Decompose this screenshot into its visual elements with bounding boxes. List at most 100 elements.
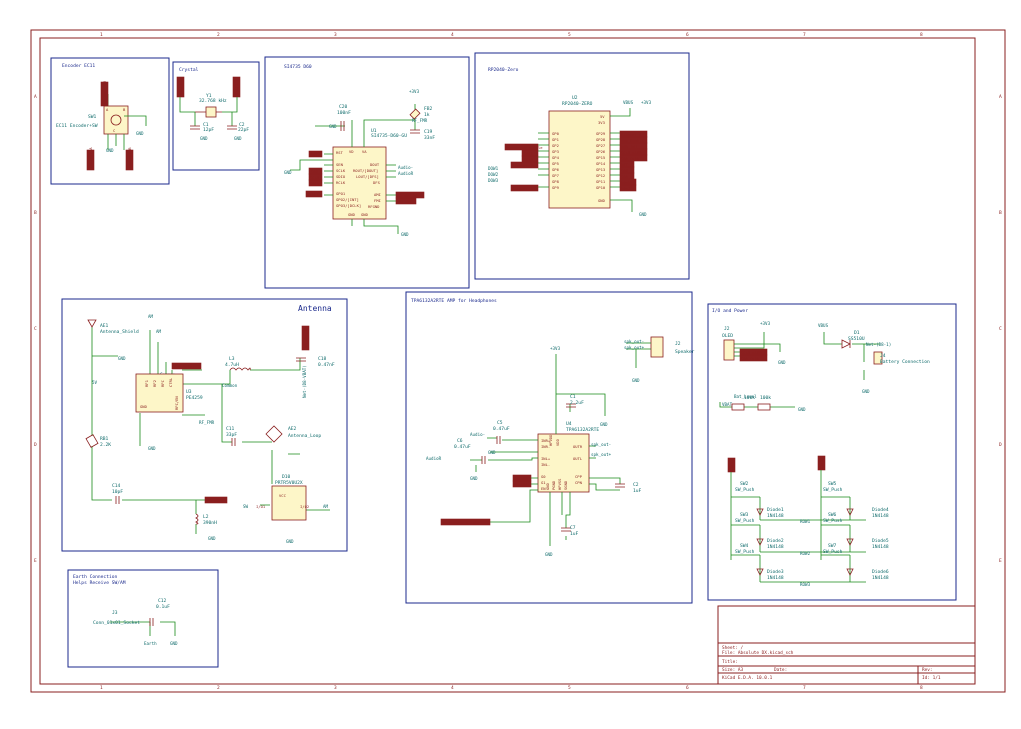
antenna-rb1-ref: RB1 <box>100 436 109 442</box>
crystal-c1-ref: C1 <box>203 122 209 128</box>
crystal-xtal2-label: XTAL2 <box>234 84 239 95</box>
rp2040-right-sclk-oled: SCLK_OLED <box>621 150 642 155</box>
rp2040-pin-gp0: GP0 <box>552 131 560 136</box>
crystal-y1-value: 32.768 kHz <box>199 98 227 104</box>
antenna-block[interactable]: Antenna AE1 Antenna_Shield AM AM Common … <box>61 298 348 552</box>
earth-block[interactable]: Earth Connection Helps Receive SW/AM J3 … <box>67 569 219 668</box>
frame-row-c-right: C <box>999 326 1002 332</box>
amp-gnd-mid: GND <box>488 450 496 455</box>
amp-c1-ref: C1 <box>570 394 576 400</box>
antenna-loop-symbol <box>265 425 283 443</box>
crystal-c2-value: 22pF <box>238 127 249 133</box>
rp2040-pin-gp9: GP9 <box>552 185 560 190</box>
rp2040-pin-gp26: GP26 <box>596 149 606 154</box>
si4735-pin-rfgnd: RFGND <box>368 204 380 209</box>
amp-pin-outl: OUTL <box>573 456 583 461</box>
rp2040-ref: U2 <box>572 95 578 101</box>
antenna-ae2-value: Antenna_Loop <box>288 433 321 439</box>
amp-block-title: TPA6132A2RTE AMP for Headphones <box>411 298 497 304</box>
antenna-5v: 5V <box>92 380 98 385</box>
amp-pin-g0: G0 <box>541 474 546 479</box>
amp-j2-value: Speaker <box>675 349 695 355</box>
frame-col-3-bottom: 3 <box>334 685 337 691</box>
antenna-net-d8: Net-(D8-VBAT) <box>302 365 307 398</box>
crystal-gnd-2: GND <box>234 136 242 141</box>
amp-pin-hpvdd: HPVDD <box>548 434 553 446</box>
earth-net: Earth <box>144 641 157 646</box>
si4735-pin-fmi: FMI <box>374 198 381 203</box>
amp-spk-out-minus: spk_out- <box>591 442 611 447</box>
antenna-c18-ref: C18 <box>318 356 327 362</box>
io-diode1-ref: Diode1 <box>767 507 784 513</box>
rp2040-left-dow2: DOW2 <box>488 172 499 177</box>
antenna-d10-value: PRTR5V0U2X <box>275 480 303 486</box>
amp-audior: AudioR <box>426 456 442 461</box>
io-diode2-ref: Diode2 <box>767 538 784 544</box>
si4735-block[interactable]: SI4735 D60 U1 SI4735-D60-GU RST SEN SCLK… <box>264 56 470 289</box>
io-power-block[interactable]: I/O and Power J2 OLED +3V3 GND SCLK_OLED… <box>707 303 957 601</box>
frame-col-2-bottom: 2 <box>217 685 220 691</box>
antenna-gnd-1: GND <box>118 356 126 361</box>
amp-spk-out-plus: spk_out+ <box>591 452 612 457</box>
rp2040-pin-gp2: GP2 <box>552 143 559 148</box>
amp-c7-ref: C7 <box>570 525 576 531</box>
crystal-c1-value: 12pF <box>203 127 214 133</box>
frame-col-4-bottom: 4 <box>451 685 454 691</box>
io-row2: ROW2 <box>800 551 811 556</box>
io-diode1-value: 1N4148 <box>767 513 784 519</box>
earth-gnd: GND <box>170 641 178 646</box>
frame-col-1: 1 <box>100 32 103 38</box>
frame-row-ticks: A B C D E A B C D E <box>34 94 1002 564</box>
crystal-block[interactable]: Crystal XTAL1 XTAL2 Y1 32.768 kHz C1 12p… <box>172 61 260 171</box>
io-d1-value: SS510U <box>848 336 865 342</box>
frame-col-8: 8 <box>920 32 923 38</box>
earth-block-title: Earth Connection <box>73 574 117 580</box>
antenna-u3-pin-rf2: RF2 <box>152 380 157 387</box>
amp-audio-minus: Audio- <box>470 432 485 437</box>
rp2040-right-row1: ROW1 <box>621 180 631 185</box>
si4735-c20-value: 100nF <box>337 110 351 116</box>
si4735-pin-dout: DOUT <box>370 162 380 167</box>
frame-col-3: 3 <box>334 32 337 38</box>
antenna-u3-value: PE4259 <box>186 395 203 401</box>
io-sw5-ref: SW5 <box>828 481 837 487</box>
frame-col-6: 6 <box>686 32 689 38</box>
encoder-gnd-1: GND <box>136 131 144 136</box>
rp2040-pin-gp3: GP3 <box>552 149 559 154</box>
io-row1: ROW1 <box>800 519 811 524</box>
io-diode3-ref: Diode3 <box>767 569 784 575</box>
si4735-pin-rst: RST <box>336 150 344 155</box>
crystal-c2-ref: C2 <box>239 122 245 128</box>
frame-row-d: D <box>34 442 37 448</box>
rp2040-block[interactable]: RP2040-Zero U2 RP2040-ZERO GP0 GP1 GP2 G… <box>474 52 690 280</box>
antenna-ae2-ref: AE2 <box>288 426 297 432</box>
antenna-rb1-value: 2.2K <box>100 442 111 448</box>
antenna-u3-pin-rfcen: RFC/EN <box>174 396 179 410</box>
antenna-u3-pin-ctrl: CTRL <box>168 377 173 387</box>
io-sclk-oled: SCLK_OLED <box>741 350 762 355</box>
frame-row-a-right: A <box>999 94 1002 100</box>
rp2040-pin-gp28: GP28 <box>596 137 606 142</box>
si4735-gnd-bottom: GND <box>401 232 409 237</box>
amp-gnd-speaker: GND <box>632 378 640 383</box>
crystal-gnd-1: GND <box>200 136 208 141</box>
rp2040-left-dow1: DOW1 <box>488 166 499 171</box>
antenna-am-net-2: AM <box>323 504 329 509</box>
rp2040-pin-gp14: GP14 <box>596 161 606 166</box>
antenna-am-2: AM <box>156 329 162 334</box>
encoder-block[interactable]: Encoder EC11 SW1 EC11 Encoder+SW A C B E… <box>50 57 170 185</box>
si4735-pin-sdio: SDIO <box>336 174 346 179</box>
si4735-label-rst: RST <box>311 152 319 157</box>
amp-pin-inl-plus: INL+ <box>541 456 551 461</box>
amp-gainr1: GainR1 <box>514 482 528 487</box>
amp-block[interactable]: TPA6132A2RTE AMP for Headphones U4 TPA61… <box>405 291 695 604</box>
amp-pin-g1: G1 <box>541 480 546 485</box>
encoder-b-label: Encoder B <box>127 147 132 168</box>
frame-row-e-right: E <box>999 558 1002 564</box>
rp2040-pin-gp15: GP15 <box>596 155 605 160</box>
rp2040-left-encoder-sw: Encoder SW <box>512 163 536 168</box>
antenna-gnd-3: GND <box>208 536 216 541</box>
si4735-pin-gnd-1: GND <box>348 212 356 217</box>
antenna-l2-value: 390nH <box>203 520 217 526</box>
encoder-block-title: Encoder EC11 <box>62 63 95 69</box>
